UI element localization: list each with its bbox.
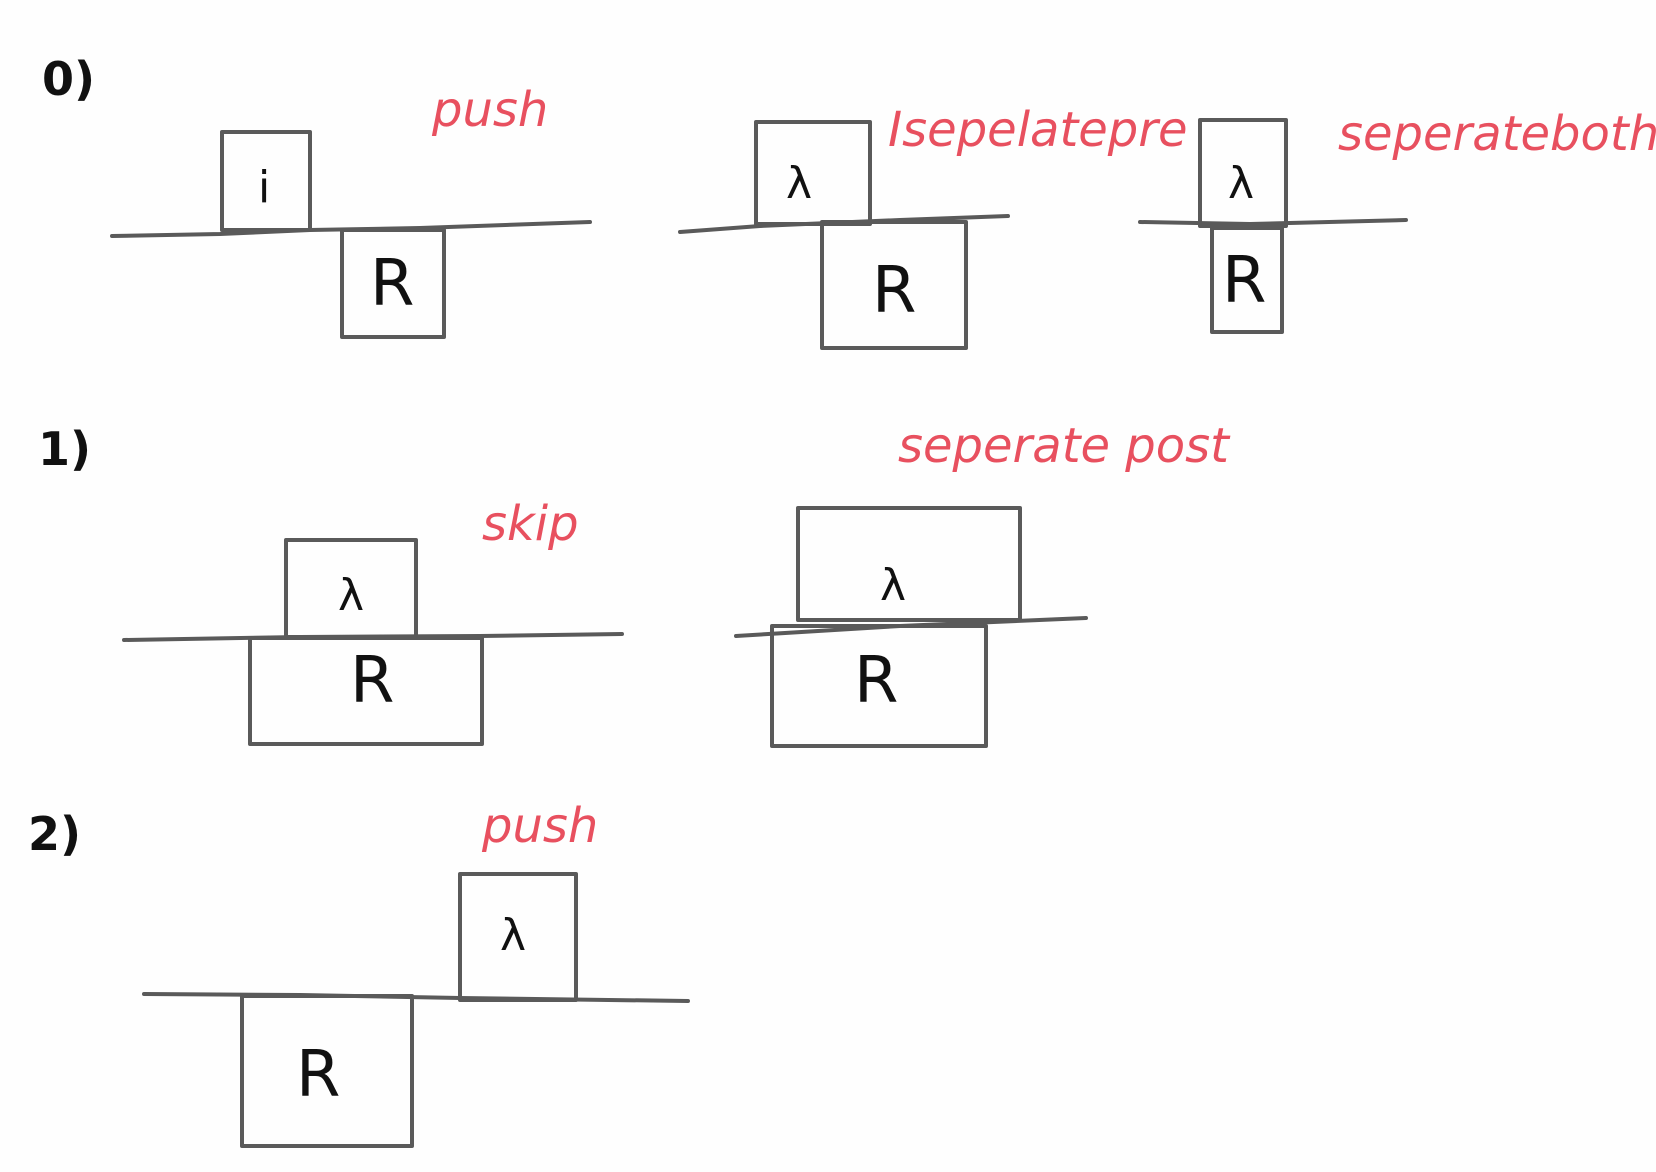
case-annotation: skip: [482, 496, 579, 552]
top-box-label: i: [258, 162, 270, 213]
top-box: [754, 120, 872, 226]
case-annotation: Isepelatepre: [888, 102, 1188, 158]
baseline: [142, 992, 690, 1003]
case-annotation: push: [431, 82, 548, 138]
baseline: [1138, 218, 1408, 227]
bottom-box-label: R: [872, 254, 916, 328]
bottom-box: [770, 624, 988, 748]
bottom-box-label: R: [296, 1038, 340, 1112]
case-2-push: λ R push: [142, 798, 690, 1148]
case-1-separate-post: λ R seperate post: [734, 418, 1231, 748]
case-1-skip: λ R skip: [122, 496, 624, 746]
bottom-box-label: R: [350, 644, 394, 718]
bottom-box-label: R: [854, 644, 898, 718]
case-0-push: i R push: [110, 82, 592, 339]
case-0-separate-pre: λ R Isepelatepre: [678, 102, 1188, 350]
bottom-box: [820, 220, 968, 350]
top-box-label: λ: [500, 910, 526, 961]
section-label-2: 2): [28, 807, 81, 861]
bottom-box: [248, 636, 484, 746]
bottom-box: [1210, 226, 1284, 334]
top-box: [220, 130, 312, 232]
case-annotation: push: [481, 798, 598, 854]
section-label-1: 1): [38, 422, 91, 476]
top-box-label: λ: [880, 560, 906, 611]
section-label-0: 0): [42, 52, 95, 106]
top-box-label: λ: [338, 570, 364, 621]
case-annotation: seperateboth: [1338, 106, 1656, 162]
top-box-label: λ: [1228, 158, 1254, 209]
bottom-box-label: R: [370, 247, 414, 321]
bottom-box: [240, 994, 414, 1148]
case-annotation: seperate post: [898, 418, 1231, 474]
top-box: [796, 506, 1022, 622]
bottom-box: [340, 228, 446, 339]
top-box-label: λ: [786, 158, 812, 209]
case-0-separate-both: λ R seperateboth: [1138, 106, 1656, 334]
top-box: [458, 872, 578, 1002]
bottom-box-label: R: [1222, 244, 1266, 318]
